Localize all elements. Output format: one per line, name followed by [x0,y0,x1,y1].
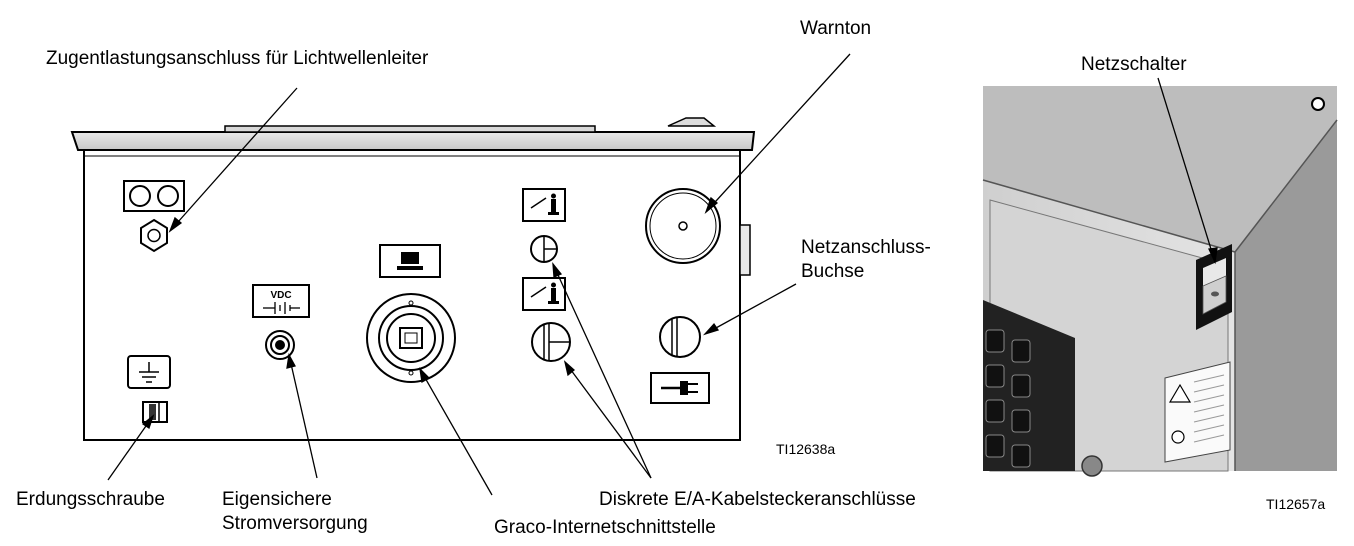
power-socket [659,316,701,358]
label-power-switch: Netzschalter [1081,54,1187,75]
label-power-socket-line2: Buchse [801,261,865,282]
control-box-panel: VDC [70,117,756,441]
label-is-power-line1: Eigensichere [222,489,332,510]
label-ground-screw: Erdungsschraube [16,489,165,510]
ground-icon [127,355,171,389]
keypad [983,300,1075,471]
fiber-optic-icon [123,180,185,212]
computer-icon [379,244,441,278]
strain-relief-fitting [140,218,168,253]
vdc-battery-icon: VDC [252,284,310,318]
label-discrete-io: Diskrete E/A-Kabelsteckeranschlüsse [599,489,916,510]
figure-code-right: TI12657a [1266,496,1326,512]
vdc-mark: VDC [270,290,291,301]
power-plug-icon [650,372,710,404]
leader-lines [107,53,1218,496]
ground-screw [142,401,168,423]
label-graco-internet: Graco-Internetschnittstelle [494,517,716,538]
light-tower-icon [522,188,566,222]
discrete-io-connector-2 [531,322,571,362]
warning-label [1164,361,1231,463]
figure-code-left: TI12638a [776,441,836,457]
is-power-connector [265,330,295,360]
graco-internet-connector [366,293,456,383]
label-is-power-line2: Stromversorgung [222,513,368,534]
alarm-horn [645,188,721,264]
label-alarm: Warnton [800,18,872,39]
power-switch [1196,244,1232,330]
discrete-io-connector-1 [530,235,558,263]
light-tower-icon [522,277,566,311]
enclosure-view [982,86,1338,477]
label-power-socket-line1: Netzanschluss- [801,237,931,258]
label-strain-relief: Zugentlastungsanschluss für Lichtwellenl… [46,48,429,69]
